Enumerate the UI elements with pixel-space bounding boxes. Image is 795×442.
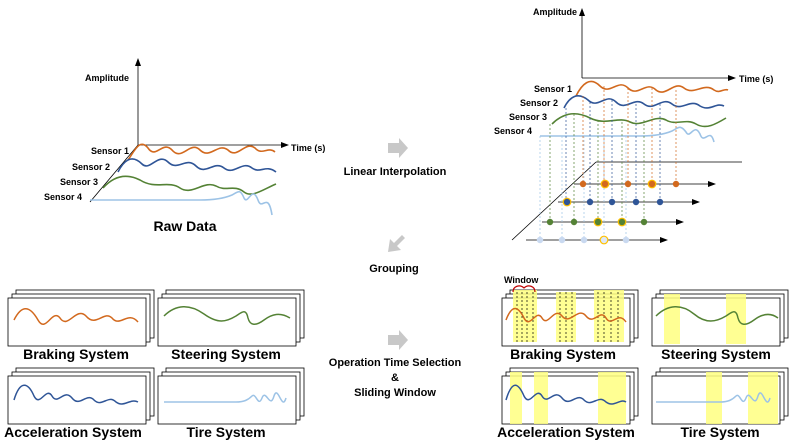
- interp-sensor-3-label: Sensor 3: [509, 112, 547, 122]
- interp-sensor-2-label: Sensor 2: [520, 98, 558, 108]
- step-operation-time: Operation Time Selection & Sliding Windo…: [329, 330, 462, 399]
- acceleration-label: Acceleration System: [4, 424, 142, 440]
- interp-x-axis-label: Time (s): [739, 74, 773, 84]
- operation-time-label-line3: Sliding Window: [354, 387, 436, 399]
- interp-sensor-1-label: Sensor 1: [534, 84, 572, 94]
- acceleration-card: [7, 375, 147, 425]
- operation-time-label-line1: Operation Time Selection: [329, 357, 462, 369]
- raw-data-panel: Amplitude Time (s) Sensor 1 Sensor 2 Sen…: [44, 58, 325, 234]
- steering-label: Steering System: [171, 346, 281, 362]
- step-linear-interpolation: Linear Interpolation: [344, 138, 447, 178]
- steering-windowed-group: Steering System: [651, 289, 789, 362]
- interp-points-sensor-3: [546, 217, 648, 227]
- tire-card: [157, 375, 297, 425]
- acceleration-group: Acceleration System: [4, 367, 155, 440]
- interp-y-axis-label: Amplitude: [533, 7, 577, 17]
- grouping-label: Grouping: [369, 263, 419, 275]
- raw-sensor-1-label: Sensor 1: [91, 146, 129, 156]
- raw-y-axis-label: Amplitude: [85, 73, 129, 83]
- interp-sensor-2-line: [563, 95, 725, 109]
- acceleration-window-1: [510, 372, 522, 424]
- acceleration-window-2: [534, 372, 548, 424]
- operation-time-label-line2: &: [391, 372, 399, 384]
- right-arrow-icon: [388, 138, 408, 158]
- tire-signal: [164, 392, 287, 403]
- tire-windowed-group: Tire System: [651, 367, 789, 440]
- interpolated-panel: Amplitude Time (s) Sensor 1 Sensor 2 Sen…: [494, 7, 773, 245]
- steering-window-1: [664, 294, 680, 344]
- interp-sensor-4-label: Sensor 4: [494, 126, 532, 136]
- steering-group: Steering System: [157, 289, 305, 362]
- tire-windowed-label: Tire System: [680, 424, 759, 440]
- raw-sensor-1-line: [127, 143, 276, 161]
- down-left-arrow-icon: [388, 235, 405, 252]
- linear-interpolation-label: Linear Interpolation: [344, 166, 447, 178]
- interp-points-sensor-4: [536, 235, 630, 245]
- braking-window-1: [513, 290, 537, 342]
- raw-x-arrowhead: [281, 142, 289, 148]
- raw-y-arrowhead: [135, 58, 141, 66]
- raw-sensor-3-label: Sensor 3: [60, 177, 98, 187]
- steering-windowed-signal: [655, 306, 779, 325]
- steering-windowed-label: Steering System: [661, 346, 771, 362]
- window-brace-icon: [512, 285, 536, 293]
- raw-sensor-4-label: Sensor 4: [44, 192, 82, 202]
- steering-signal: [163, 306, 291, 325]
- interp-y-arrowhead: [579, 8, 585, 16]
- right-arrow-icon: [388, 330, 408, 350]
- raw-x-axis-label: Time (s): [291, 143, 325, 153]
- braking-card: [7, 297, 147, 347]
- interp-points-sensor-2: [562, 197, 664, 207]
- step-grouping: Grouping: [369, 235, 419, 275]
- tire-label: Tire System: [186, 424, 265, 440]
- window-label: Window: [504, 275, 539, 285]
- tire-window-2: [748, 372, 778, 424]
- interp-floor-rows: [526, 181, 716, 243]
- interp-points-sensor-1: [579, 179, 680, 189]
- braking-windowed-signal: [505, 307, 627, 323]
- acceleration-windowed-group: Acceleration System: [497, 367, 639, 440]
- raw-sensor-4-line: [90, 190, 273, 216]
- acceleration-signal: [13, 384, 139, 405]
- braking-group: Braking System: [7, 289, 155, 362]
- interp-floor-depth-axis: [511, 161, 597, 241]
- raw-sensor-2-label: Sensor 2: [72, 162, 110, 172]
- steering-card: [157, 297, 297, 347]
- braking-windowed-group: Window Braking System: [501, 275, 639, 362]
- tire-windowed-signal: [656, 392, 771, 403]
- tire-group: Tire System: [157, 367, 305, 440]
- steering-window-2: [726, 294, 746, 344]
- braking-label: Braking System: [23, 346, 129, 362]
- raw-depth-axis: [89, 144, 139, 203]
- interp-x-arrowhead: [728, 75, 736, 81]
- acceleration-windowed-label: Acceleration System: [497, 424, 635, 440]
- interp-sensor-3-line: [551, 112, 727, 128]
- braking-windowed-label: Braking System: [510, 346, 616, 362]
- braking-signal: [13, 308, 139, 325]
- interp-sensor-4-line: [540, 126, 715, 143]
- raw-sensor-2-line: [117, 158, 277, 173]
- raw-data-title: Raw Data: [153, 218, 216, 234]
- tire-window-1: [706, 372, 722, 424]
- acceleration-windowed-signal: [505, 384, 627, 405]
- raw-sensor-3-line: [102, 175, 277, 195]
- interp-sensor-1-line: [575, 80, 729, 97]
- acceleration-window-3: [598, 372, 626, 424]
- interp-projection-lines: [539, 86, 677, 240]
